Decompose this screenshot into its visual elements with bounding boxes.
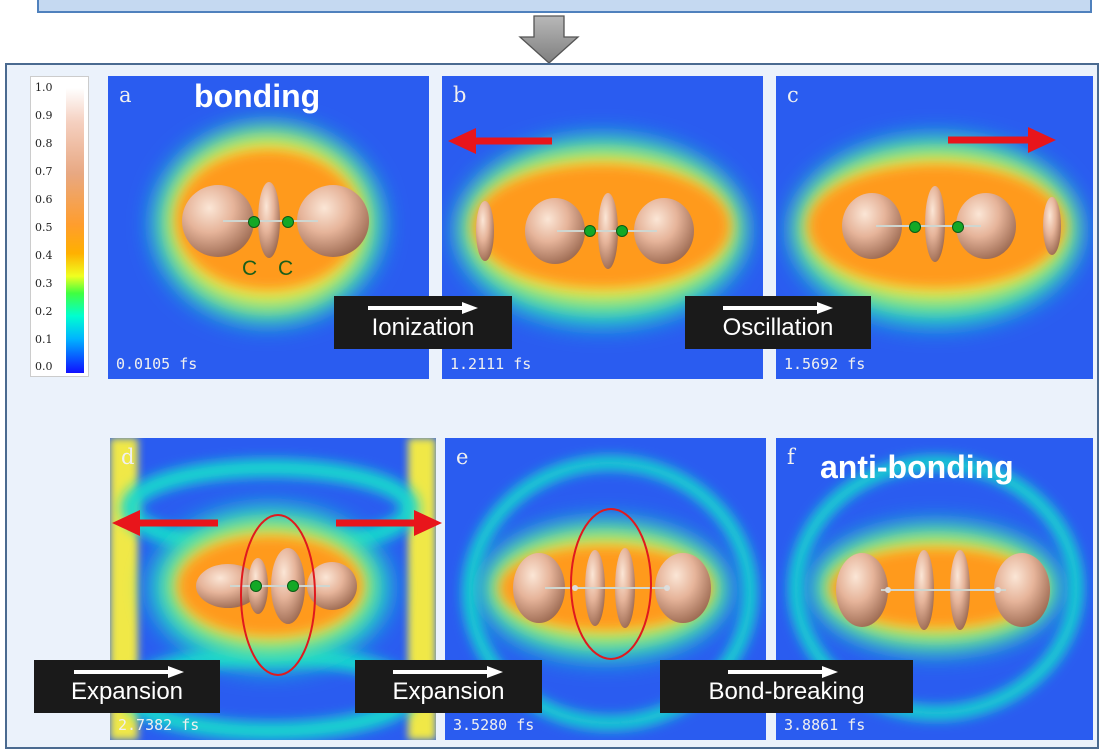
down-arrow <box>518 15 580 64</box>
colorbar-gradient <box>66 88 84 373</box>
process-expansion-1: Expansion <box>34 660 220 713</box>
process-arrow-icon <box>74 666 184 678</box>
colorbar-tick: 0.4 <box>35 249 53 262</box>
panel-f-label: f <box>787 445 795 469</box>
colorbar-tick: 0.1 <box>35 333 53 346</box>
expansion-arrow-left <box>112 510 218 536</box>
panel-a-time: 0.0105 fs <box>116 355 198 373</box>
process-label: Bond-breaking <box>708 678 865 705</box>
process-ionization: Ionization <box>334 296 512 349</box>
panel-e-label: e <box>456 445 469 469</box>
colorbar-tick: 0.2 <box>35 305 53 318</box>
panel-a: a bonding C C 0.0105 fs <box>108 76 429 379</box>
bonding-title: bonding <box>194 78 321 114</box>
panel-b-label: b <box>453 83 467 107</box>
colorbar-tick: 1.0 <box>35 81 53 94</box>
panel-b-time: 1.2111 fs <box>450 355 532 373</box>
panel-d-time: 2.7382 fs <box>118 716 200 734</box>
colorbar-tick: 0.3 <box>35 277 53 290</box>
top-banner <box>37 0 1092 13</box>
process-label: Expansion <box>392 678 505 705</box>
panel-c-time: 1.5692 fs <box>784 355 866 373</box>
process-arrow-icon <box>723 302 833 314</box>
process-label: Oscillation <box>722 314 834 341</box>
panel-c-label: c <box>787 83 799 107</box>
panel-f-time: 3.8861 fs <box>784 716 866 734</box>
process-bond-breaking: Bond-breaking <box>660 660 913 713</box>
process-label: Ionization <box>371 314 475 341</box>
colorbar-tick: 0.5 <box>35 221 53 234</box>
colorbar: 1.0 0.9 0.8 0.7 0.6 0.5 0.4 0.3 0.2 0.1 … <box>30 76 89 377</box>
anti-bonding-title: anti-bonding <box>820 449 1014 485</box>
expansion-arrow-right <box>336 510 442 536</box>
panel-f: f anti-bonding 3.8861 fs <box>776 438 1093 740</box>
process-label: Expansion <box>70 678 184 705</box>
panel-f-field <box>776 438 1093 740</box>
panel-a-field <box>108 76 429 379</box>
panel-e-time: 3.5280 fs <box>453 716 535 734</box>
colorbar-tick: 0.9 <box>35 109 53 122</box>
process-oscillation: Oscillation <box>685 296 871 349</box>
colorbar-tick: 0.8 <box>35 137 53 150</box>
process-arrow-icon <box>393 666 503 678</box>
carbon-label-left: C <box>242 257 258 280</box>
process-expansion-2: Expansion <box>355 660 542 713</box>
panel-a-label: a <box>119 83 132 107</box>
colorbar-tick: 0.7 <box>35 165 53 178</box>
colorbar-tick: 0.0 <box>35 360 53 373</box>
carbon-label-right: C <box>278 257 294 280</box>
panel-d-label: d <box>121 445 135 469</box>
process-arrow-icon <box>368 302 478 314</box>
process-arrow-icon <box>728 666 838 678</box>
colorbar-tick: 0.6 <box>35 193 53 206</box>
